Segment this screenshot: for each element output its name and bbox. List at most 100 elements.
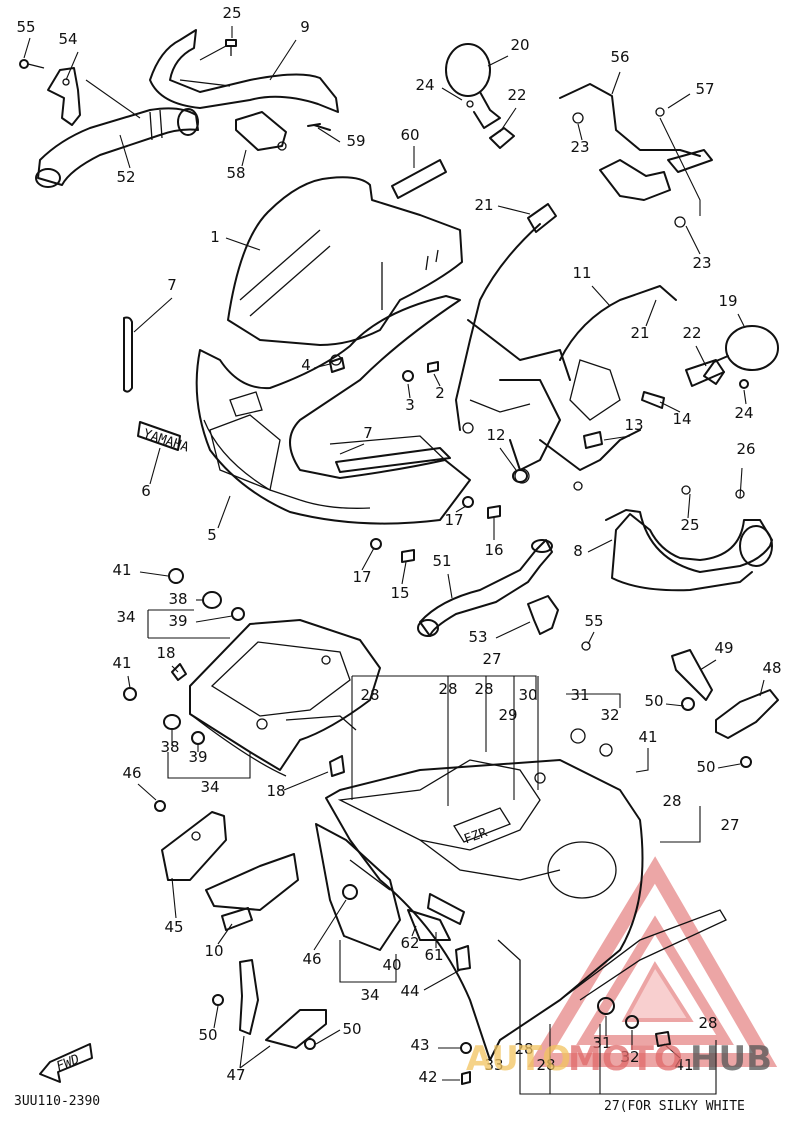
inner-cover-40-61-62 xyxy=(315,823,465,951)
small-parts-15-17 xyxy=(370,496,501,563)
callout-46: 46 xyxy=(302,950,321,968)
callout-41: 41 xyxy=(112,561,131,579)
callout-28: 28 xyxy=(360,686,379,704)
bolt-24-right xyxy=(739,379,749,389)
callout-55: 55 xyxy=(584,612,603,630)
screw-25-top xyxy=(225,39,237,56)
callout-16: 16 xyxy=(484,541,503,559)
callout-22: 22 xyxy=(507,86,526,104)
callout-28: 28 xyxy=(474,680,493,698)
callout-51: 51 xyxy=(432,552,451,570)
callout-31: 31 xyxy=(592,1034,611,1052)
clip-13 xyxy=(583,431,603,449)
callout-34: 34 xyxy=(200,778,219,796)
callout-43: 43 xyxy=(410,1036,429,1054)
small-parts-42-44 xyxy=(455,945,671,1085)
callout-28: 28 xyxy=(438,680,457,698)
callout-19: 19 xyxy=(718,292,737,310)
callout-39: 39 xyxy=(188,748,207,766)
watermark-part2: MOTO xyxy=(568,1039,683,1079)
callout-42: 42 xyxy=(418,1068,437,1086)
callout-60: 60 xyxy=(400,126,419,144)
clip-58 xyxy=(235,111,287,151)
callout-21: 21 xyxy=(630,324,649,342)
callout-13: 13 xyxy=(624,416,643,434)
callout-23: 23 xyxy=(570,138,589,156)
callout-23: 23 xyxy=(692,254,711,272)
callout-54: 54 xyxy=(58,30,77,48)
bolt-14 xyxy=(641,391,665,409)
callout-26: 26 xyxy=(736,440,755,458)
bracket-53 xyxy=(527,595,591,651)
bracket-22-right xyxy=(685,359,725,387)
watermark-part1: AUTO xyxy=(466,1039,571,1079)
watermark-logo xyxy=(527,856,778,1067)
callout-32: 32 xyxy=(600,706,619,724)
bracket-45 xyxy=(154,800,227,881)
callout-41: 41 xyxy=(112,654,131,672)
screw-4 xyxy=(329,357,345,373)
diagram-code: 3UU110-2390 xyxy=(14,1094,100,1109)
callout-6: 6 xyxy=(141,482,151,500)
leader-lines xyxy=(23,26,765,1081)
callout-49: 49 xyxy=(714,639,733,657)
callout-62: 62 xyxy=(400,934,419,952)
callout-2: 2 xyxy=(435,384,445,402)
callout-41: 41 xyxy=(638,728,657,746)
side-cowl-27: FZR xyxy=(325,728,727,1061)
callout-20: 20 xyxy=(510,36,529,54)
callout-15: 15 xyxy=(390,584,409,602)
strip-60 xyxy=(391,159,447,199)
grommet-12 xyxy=(512,469,528,483)
bracket-54 xyxy=(47,67,81,126)
callout-27: 27 xyxy=(720,816,739,834)
callout-4: 4 xyxy=(301,356,311,374)
callout-18: 18 xyxy=(266,782,285,800)
callout-44: 44 xyxy=(400,982,419,1000)
callout-5: 5 xyxy=(207,526,217,544)
mirror-19 xyxy=(703,325,779,385)
callout-7: 7 xyxy=(167,276,177,294)
callout-8: 8 xyxy=(573,542,583,560)
callout-11: 11 xyxy=(572,264,591,282)
callout-10: 10 xyxy=(204,942,223,960)
callout-28: 28 xyxy=(698,1014,717,1032)
callout-22: 22 xyxy=(682,324,701,342)
callout-53: 53 xyxy=(468,628,487,646)
callout-18: 18 xyxy=(156,644,175,662)
callout-50: 50 xyxy=(696,758,715,776)
callout-25: 25 xyxy=(680,516,699,534)
callout-25: 25 xyxy=(222,4,241,22)
watermark-part3: HUB xyxy=(690,1039,772,1079)
callout-7: 7 xyxy=(363,424,373,442)
callout-38: 38 xyxy=(160,738,179,756)
screw-2 xyxy=(427,361,439,373)
callout-50: 50 xyxy=(342,1020,361,1038)
air-duct-51 xyxy=(417,539,553,637)
callout-34: 34 xyxy=(360,986,379,1004)
callout-34: 34 xyxy=(116,608,135,626)
callout-14: 14 xyxy=(672,410,691,428)
screw-59 xyxy=(307,123,331,131)
group-lines xyxy=(147,609,717,1095)
fwd-label: FWD xyxy=(54,1052,82,1075)
stay-21-frame xyxy=(455,203,677,491)
callout-41: 41 xyxy=(674,1056,693,1074)
trim-7-right xyxy=(335,447,451,473)
callout-29: 29 xyxy=(498,706,517,724)
callout-47: 47 xyxy=(226,1066,245,1084)
callout-61: 61 xyxy=(424,946,443,964)
screw-55 xyxy=(19,59,45,69)
stay-56 xyxy=(559,83,713,228)
air-duct-52 xyxy=(35,107,199,188)
callout-52: 52 xyxy=(116,168,135,186)
callout-32: 32 xyxy=(620,1048,639,1066)
fwd-arrow-icon: FWD xyxy=(39,1043,93,1083)
small-parts-38-41 xyxy=(123,568,345,777)
callout-38: 38 xyxy=(168,590,187,608)
callout-55: 55 xyxy=(16,18,35,36)
watermark-text: AUTO MOTO HUB xyxy=(466,1039,772,1079)
